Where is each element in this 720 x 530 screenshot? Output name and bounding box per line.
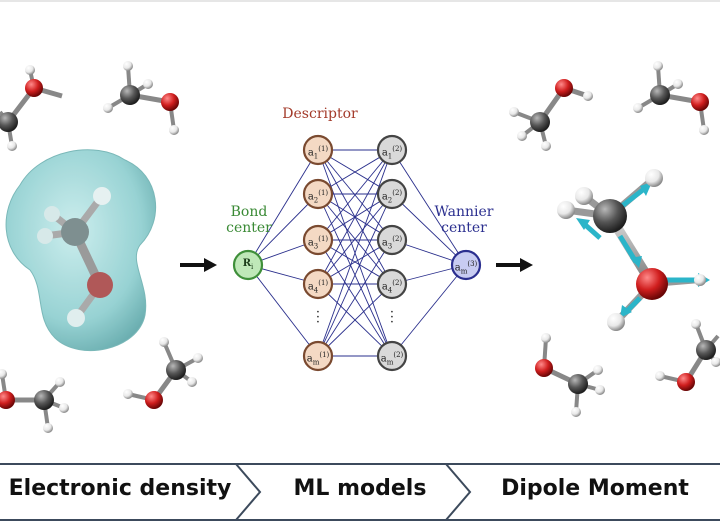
stage-electronic-density: Electronic density <box>8 476 232 501</box>
wannier-center-arrows <box>576 182 710 318</box>
bond-center-label-line2: center <box>226 220 272 236</box>
chevron-separator-2 <box>445 463 472 521</box>
methanol-molecule-top-right-b <box>633 61 709 135</box>
methanol-dipole-atoms <box>557 169 706 331</box>
methanol-molecule-bottom-right-a <box>535 333 605 417</box>
arrow-density-to-model <box>180 258 217 272</box>
bond-center-node-label: Ri <box>242 258 254 271</box>
methanol-molecule-bottom-left <box>0 369 69 433</box>
hidden-node-label: am(2) <box>380 351 404 367</box>
descriptor-node <box>302 340 334 372</box>
hidden-node-label: a2(2) <box>381 189 403 205</box>
ellipsis-vertical-icon: ··· <box>315 305 321 330</box>
methanol-molecule-bottom-center <box>123 337 203 409</box>
methanol-molecule-top-center <box>103 61 179 135</box>
stage-ml-models: ML models <box>293 476 427 501</box>
descriptor-node-label: a3(1) <box>307 235 329 251</box>
descriptor-node-label: a2(1) <box>307 189 329 205</box>
bond-center-node <box>232 249 264 281</box>
arrow-model-to-dipole <box>496 258 533 272</box>
hidden-node <box>376 178 408 210</box>
hidden-node <box>376 340 408 372</box>
pipeline-bar <box>0 463 720 521</box>
ellipsis-vertical-icon: ··· <box>389 305 395 330</box>
descriptor-node <box>302 268 334 300</box>
bond-center-label-line1: Bond <box>230 204 268 220</box>
wannier-center-label: Wannier center <box>424 204 504 236</box>
hidden-node <box>376 134 408 166</box>
methanol-molecule-top-right-a <box>509 79 593 151</box>
network-nodes <box>232 134 482 372</box>
electron-density-cloud <box>5 149 156 351</box>
descriptor-node-label: a1(1) <box>307 145 329 161</box>
descriptor-node-label: am(1) <box>306 351 330 367</box>
bond-center-label: Bond center <box>214 204 284 236</box>
hidden-node-label: a1(2) <box>381 145 403 161</box>
wannier-center-label-line1: Wannier <box>434 204 494 220</box>
wannier-center-node <box>450 249 482 281</box>
methanol-molecule-bottom-right-b <box>655 319 720 391</box>
stage-dipole-moment: Dipole Moment <box>501 476 689 501</box>
descriptor-label: Descriptor <box>282 106 358 122</box>
methanol-molecule-top-left <box>0 65 63 151</box>
wannier-center-label-line2: center <box>441 220 487 236</box>
wannier-center-node-label: am(3) <box>454 260 478 276</box>
chevron-separator-1 <box>235 463 262 521</box>
hidden-node <box>376 224 408 256</box>
descriptor-node <box>302 178 334 210</box>
hidden-node-label: a4(2) <box>381 279 403 295</box>
network-edges <box>247 149 467 357</box>
descriptor-node <box>302 224 334 256</box>
hidden-node <box>376 268 408 300</box>
hidden-node-label: a3(2) <box>381 235 403 251</box>
descriptor-node <box>302 134 334 166</box>
descriptor-node-label: a4(1) <box>307 279 329 295</box>
